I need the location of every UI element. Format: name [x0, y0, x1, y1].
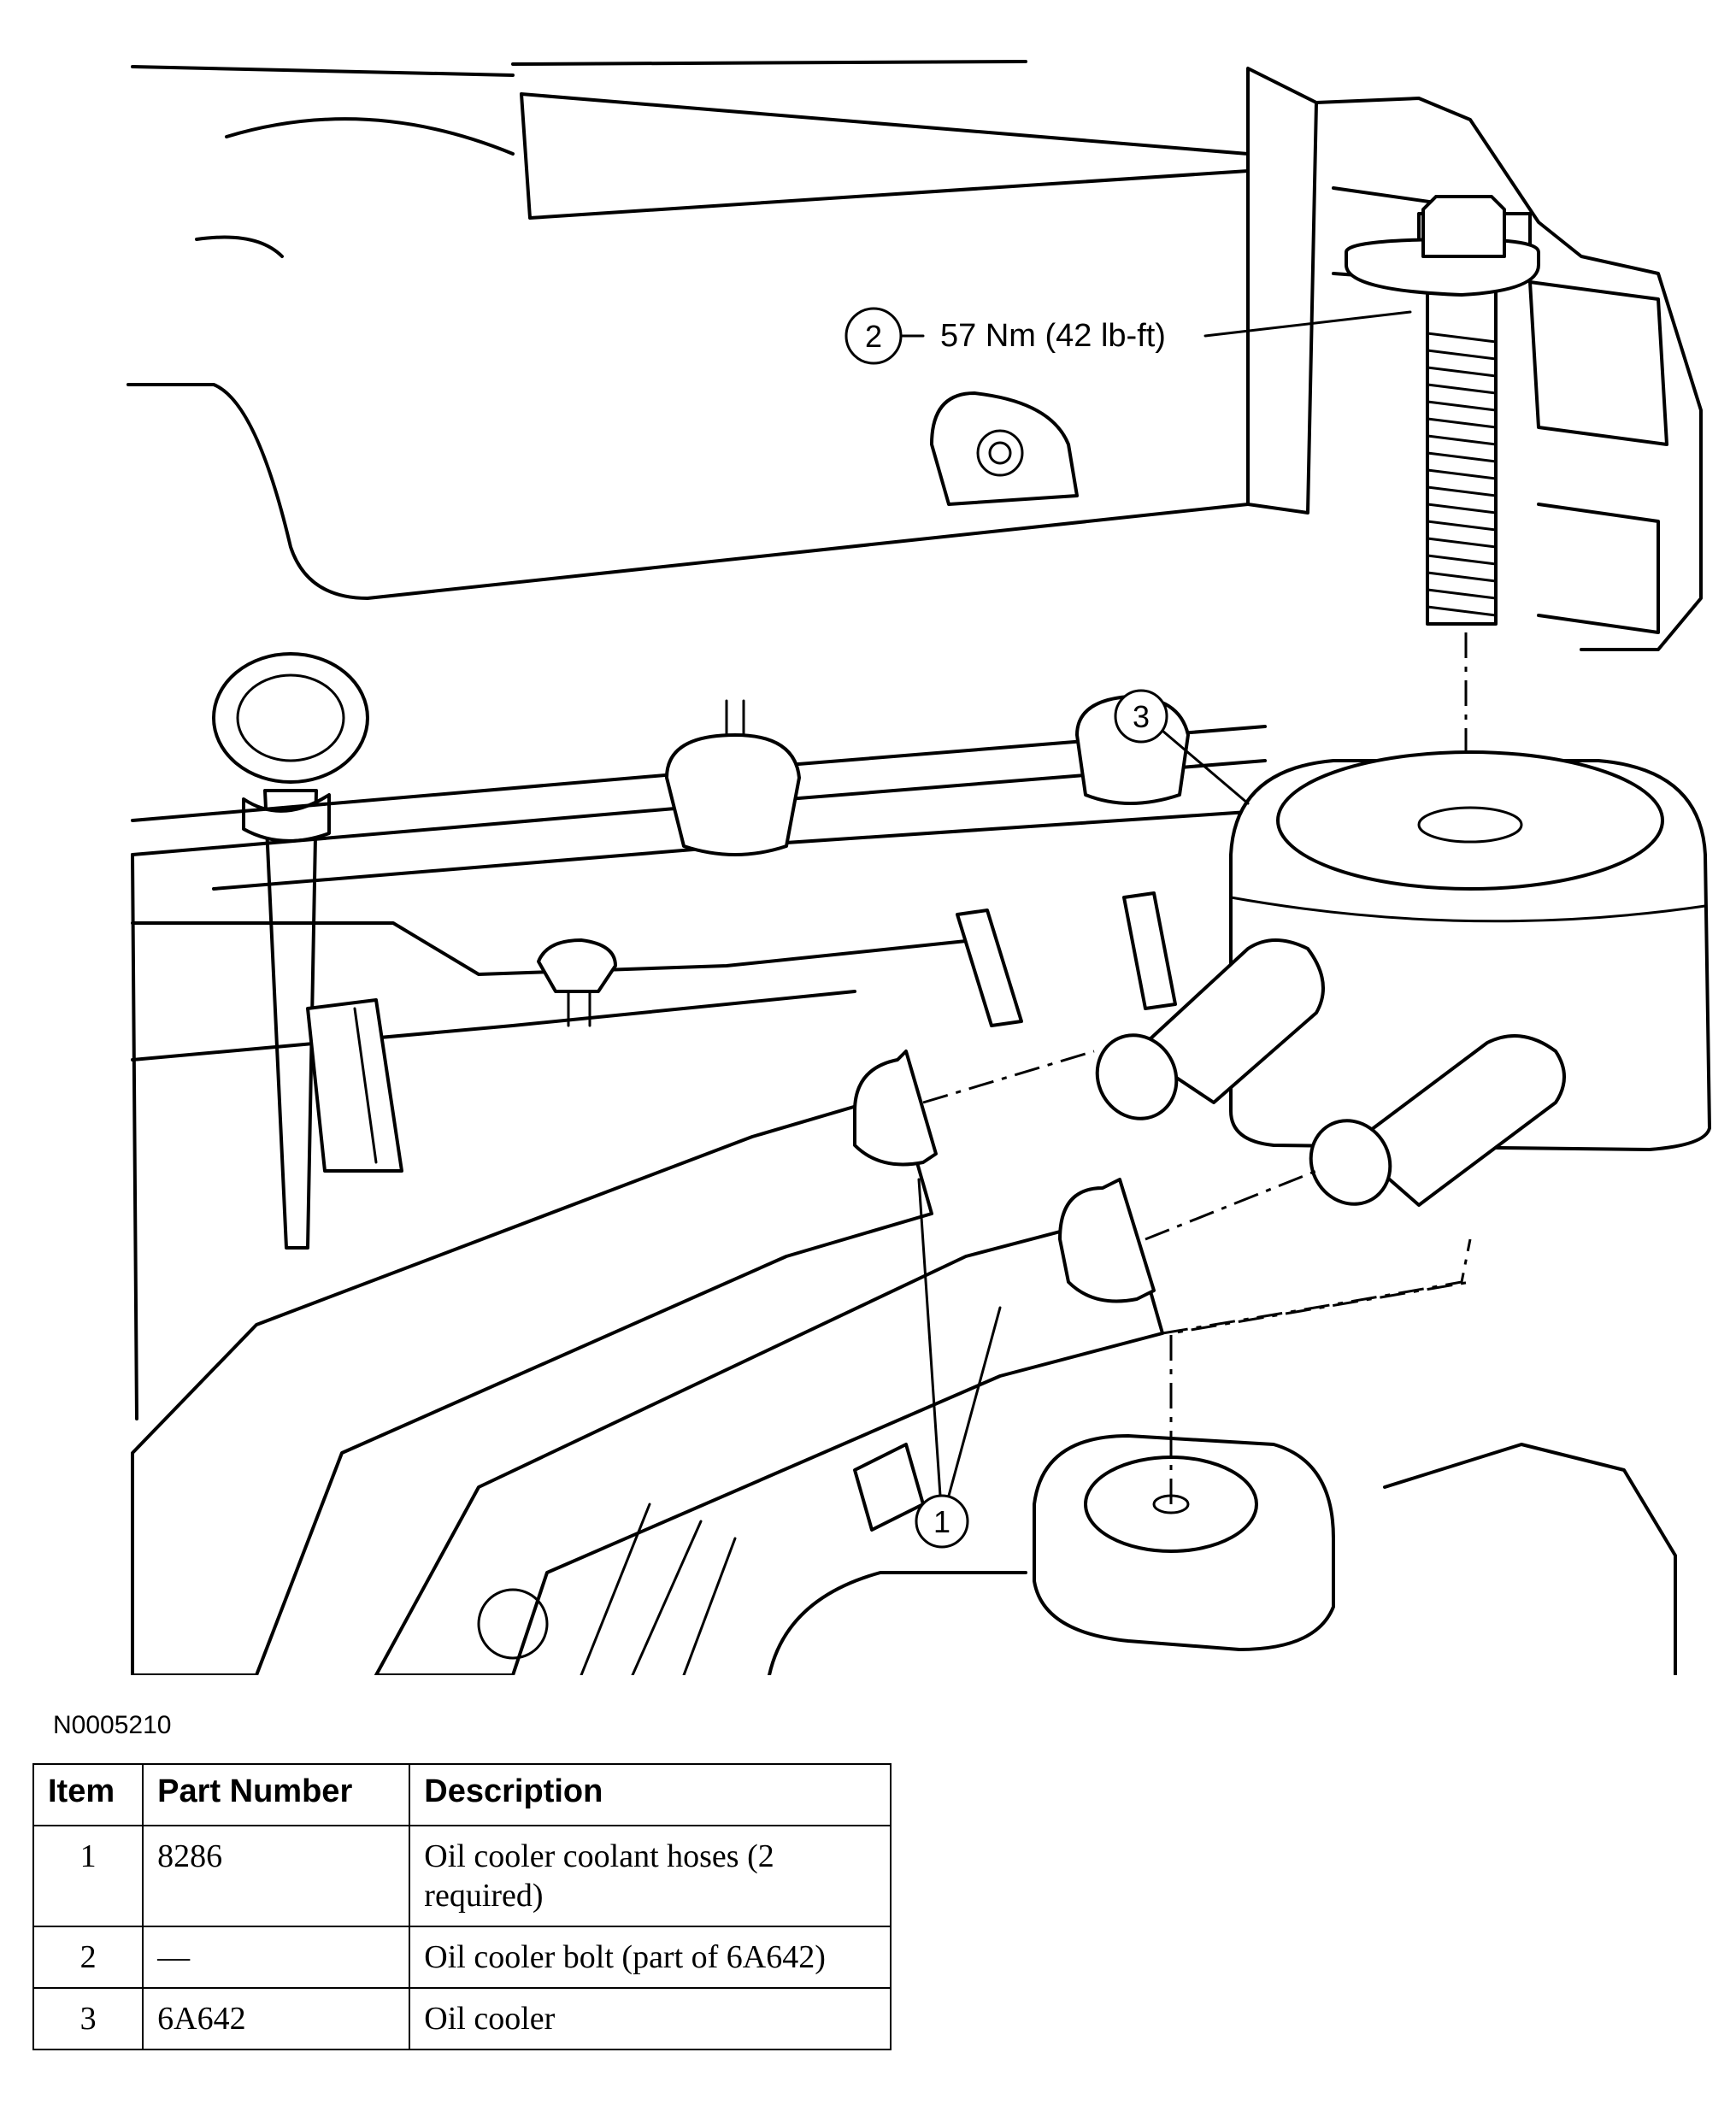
callout-3-number: 3 — [1133, 699, 1150, 734]
fuel-rail-area — [131, 695, 1267, 1173]
callout-2-number: 2 — [865, 319, 882, 354]
row-part-number: — — [142, 1926, 411, 1989]
callout-1-number: 1 — [933, 1504, 950, 1539]
dipstick — [212, 652, 369, 1250]
row-item: 1 — [32, 1825, 144, 1927]
table-row: 2 — Oil cooler bolt (part of 6A642) — [32, 1926, 892, 1989]
parts-table: Item Part Number Description 1 8286 Oil … — [32, 1763, 892, 2050]
row-description: Oil cooler — [409, 1987, 892, 2050]
callout-3: 3 — [1114, 689, 1250, 805]
header-item: Item — [32, 1763, 144, 1826]
row-description: Oil cooler bolt (part of 6A642) — [409, 1926, 892, 1989]
table-header-row: Item Part Number Description — [32, 1763, 892, 1826]
table-row: 1 8286 Oil cooler coolant hoses (2 requi… — [32, 1825, 892, 1927]
figure-id: N0005210 — [53, 1711, 172, 1739]
callout-1: 1 — [915, 1178, 1002, 1549]
header-description: Description — [409, 1763, 892, 1826]
oil-filter-adapter — [131, 853, 1677, 1675]
row-part-number: 8286 — [142, 1825, 411, 1927]
row-item: 2 — [32, 1926, 144, 1989]
engine-cover — [127, 60, 1250, 600]
bolt-torque-label: 57 Nm (42 lb-ft) — [940, 318, 1166, 354]
row-part-number: 6A642 — [142, 1987, 411, 2050]
engine-oil-cooler-diagram: 2 57 Nm (42 lb-ft) 3 1 — [127, 60, 1711, 1675]
callout-2: 2 57 Nm (42 lb-ft) — [844, 307, 1412, 365]
oil-cooler-bolt-drawing — [1345, 195, 1540, 820]
row-description: Oil cooler coolant hoses (2 required) — [409, 1825, 892, 1927]
oil-cooler-drawing — [1095, 750, 1711, 1207]
table-row: 3 6A642 Oil cooler — [32, 1987, 892, 2050]
header-part-number: Part Number — [142, 1763, 411, 1826]
coolant-hoses-drawing — [131, 1050, 1472, 1675]
row-item: 3 — [32, 1987, 144, 2050]
